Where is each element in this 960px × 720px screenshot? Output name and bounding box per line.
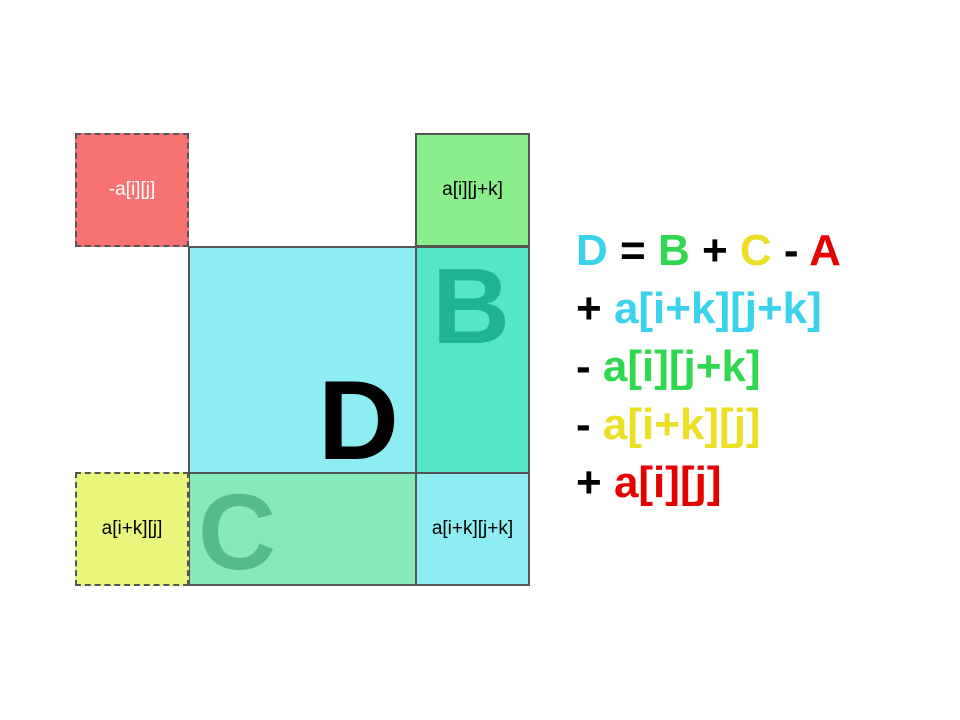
- formula-line-4: - a[i+k][j]: [576, 396, 841, 454]
- region-b-label: B: [432, 245, 510, 366]
- region-d: [188, 246, 417, 474]
- formula-minus: -: [783, 226, 799, 275]
- cell-label: a[i][j+k]: [442, 179, 503, 200]
- formula-line-1: D = B + C - A: [576, 222, 841, 280]
- formula-equals: =: [620, 226, 646, 275]
- formula-term: a[i+k][j+k]: [613, 284, 822, 333]
- formula: D = B + C - A + a[i+k][j+k] - a[i][j+k] …: [576, 222, 841, 512]
- formula-line-5: + a[i][j]: [576, 454, 841, 512]
- cell-a-ik-j: a[i+k][j]: [75, 472, 189, 586]
- cell-label: a[i+k][j]: [101, 518, 163, 539]
- formula-plus: +: [701, 226, 728, 275]
- cell-a-i-jk: a[i][j+k]: [415, 133, 530, 247]
- region-c: [188, 472, 417, 586]
- formula-op: +: [576, 284, 602, 333]
- cell-neg-a-ij: -a[i][j]: [75, 133, 189, 247]
- formula-op: -: [576, 400, 591, 449]
- formula-line-2: + a[i+k][j+k]: [576, 280, 841, 338]
- formula-op: +: [576, 458, 602, 507]
- region-d-label: D: [318, 358, 399, 483]
- cell-a-ik-jk: a[i+k][j+k]: [415, 472, 530, 586]
- region-c-label: C: [198, 471, 276, 592]
- formula-term: a[i][j+k]: [602, 342, 761, 391]
- formula-a: A: [809, 226, 841, 275]
- cell-label: -a[i][j]: [108, 179, 156, 200]
- formula-line-3: - a[i][j+k]: [576, 338, 841, 396]
- formula-term: a[i+k][j]: [602, 400, 761, 449]
- formula-d: D: [576, 226, 608, 275]
- formula-term: a[i][j]: [613, 458, 722, 507]
- region-b: [415, 246, 530, 474]
- formula-b: B: [657, 226, 690, 275]
- formula-c: C: [739, 226, 772, 275]
- formula-op: -: [576, 342, 591, 391]
- cell-label: a[i+k][j+k]: [431, 518, 514, 539]
